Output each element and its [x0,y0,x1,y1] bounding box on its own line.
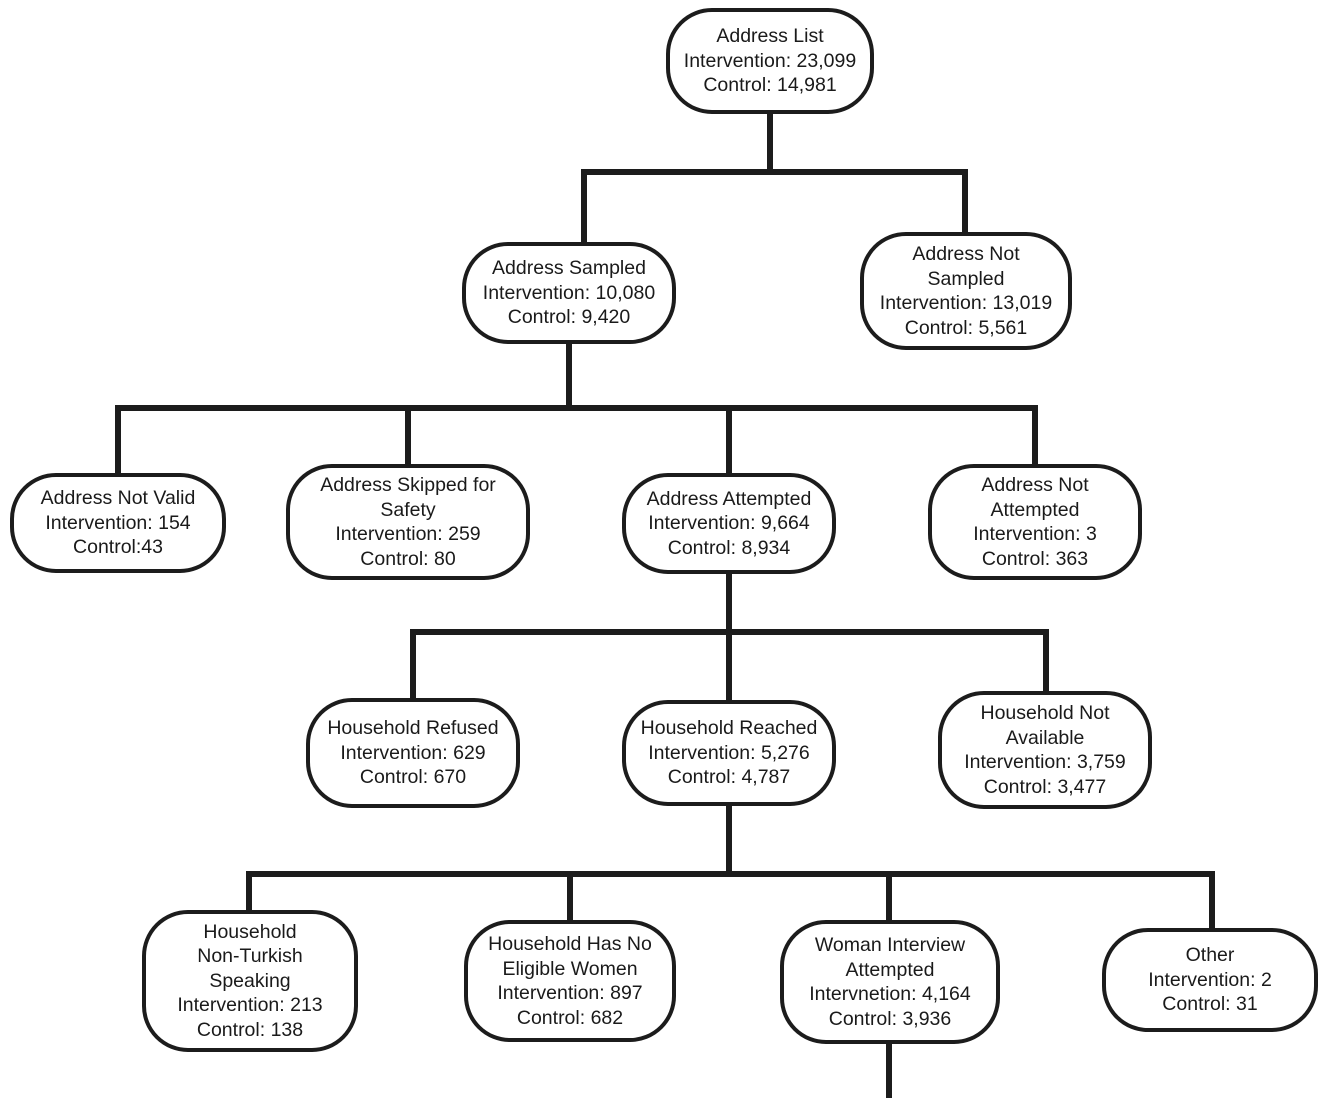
node-address-not-sampled-intervention: Intervention: 13,019 [879,292,1053,314]
node-woman-interview-attempted-title-2: Attempted [845,958,935,981]
node-woman-interview-attempted-control: Control: 3,936 [828,1007,952,1030]
node-address-attempted-intervention: Intervention: 9,664 [648,512,810,535]
node-address-list-intervention: Intervention: 23,099 [683,49,857,72]
node-household-no-eligible-women-title-2: Eligible Women [502,957,638,980]
node-address-not-attempted-title-2: Attempted [990,498,1080,521]
node-household-not-available-control: Control: 3,477 [983,775,1107,798]
node-other: Other Intervention: 2 Control: 31 [1102,928,1318,1032]
node-address-skipped-safety-title-2: Safety [380,498,436,521]
node-household-no-eligible-women-control: Control: 682 [516,1006,624,1029]
node-address-not-valid: Address Not Valid Intervention: 154 Cont… [10,473,226,573]
node-household-reached-intervention: Intervention: 5,276 [648,741,810,764]
node-address-skipped-safety-intervention: Intervention: 259 [335,523,481,545]
node-household-refused-control: Control: 670 [359,766,467,789]
node-woman-interview-attempted: Woman Interview Attempted Intervnetion: … [780,920,1000,1044]
node-household-not-available-title-2: Available [1005,726,1085,749]
connector-address-attempted-to-level4 [410,569,1049,705]
node-address-skipped-safety-control: Control: 80 [360,547,456,570]
node-address-not-sampled: Address Not Sampled Intervention: 13,019… [860,232,1072,350]
node-household-no-eligible-women: Household Has No Eligible Women Interven… [464,920,676,1042]
node-address-skipped-safety: Address Skipped for Safety Intervention:… [286,464,530,580]
node-address-not-sampled-title-1: Address Not [912,243,1020,265]
node-address-sampled: Address Sampled Intervention: 10,080 Con… [462,242,676,344]
connector-household-reached-to-level5 [246,801,1215,933]
node-household-not-available-title-1: Household Not [980,702,1110,724]
node-household-non-turkish-control: Control: 138 [196,1018,304,1041]
node-address-not-attempted-intervention: Intervention: 3 [973,523,1097,545]
node-address-not-valid-intervention: Intervention: 154 [45,511,191,534]
node-address-not-valid-title: Address Not Valid [40,487,196,510]
node-address-attempted: Address Attempted Intervention: 9,664 Co… [622,473,836,574]
node-household-no-eligible-women-title-1: Household Has No [488,933,652,955]
node-woman-interview-attempted-title-1: Woman Interview [814,934,966,956]
connector-address-sampled-to-level3 [115,339,1038,478]
node-address-not-sampled-control: Control: 5,561 [904,316,1028,339]
node-address-list-title: Address List [716,25,824,48]
node-woman-interview-attempted-intervention: Intervnetion: 4,164 [809,983,971,1005]
connector-address-list-to-level2 [581,109,968,247]
node-other-intervention: Intervention: 2 [1148,968,1272,991]
node-household-non-turkish-title-3: Speaking [209,969,291,992]
node-household-non-turkish: Household Non-Turkish Speaking Intervent… [142,910,358,1052]
node-address-sampled-intervention: Intervention: 10,080 [482,281,656,304]
node-address-attempted-title: Address Attempted [646,487,812,510]
node-address-skipped-safety-title-1: Address Skipped for [320,474,496,496]
node-address-not-attempted-control: Control: 363 [981,547,1089,570]
node-household-non-turkish-title-1: Household [203,920,297,943]
node-household-not-available-intervention: Intervention: 3,759 [964,751,1126,773]
node-household-refused-title: Household Refused [327,717,499,740]
node-address-not-attempted: Address Not Attempted Intervention: 3 Co… [928,464,1142,580]
node-household-refused-intervention: Intervention: 629 [340,741,486,764]
node-other-title: Other [1185,944,1235,967]
node-other-control: Control: 31 [1162,993,1258,1016]
node-household-reached: Household Reached Intervention: 5,276 Co… [622,700,836,806]
node-household-refused: Household Refused Intervention: 629 Cont… [306,698,520,808]
node-address-list-control: Control: 14,981 [703,74,837,97]
node-address-not-valid-control: Control:43 [73,536,163,559]
node-household-non-turkish-intervention: Intervention: 213 [177,994,323,1017]
node-household-reached-title: Household Reached [640,717,818,740]
node-address-list: Address List Intervention: 23,099 Contro… [666,8,874,114]
node-address-sampled-control: Control: 9,420 [507,306,631,329]
node-address-not-sampled-title-2: Sampled [927,267,1005,290]
node-address-sampled-title: Address Sampled [492,257,646,280]
node-address-attempted-control: Control: 8,934 [667,536,791,559]
node-address-not-attempted-title-1: Address Not [981,474,1089,496]
node-household-reached-control: Control: 4,787 [667,766,791,789]
node-household-no-eligible-women-intervention: Intervention: 897 [497,982,643,1004]
node-household-non-turkish-title-2: Non-Turkish [197,945,303,968]
node-household-not-available: Household Not Available Intervention: 3,… [938,691,1152,809]
